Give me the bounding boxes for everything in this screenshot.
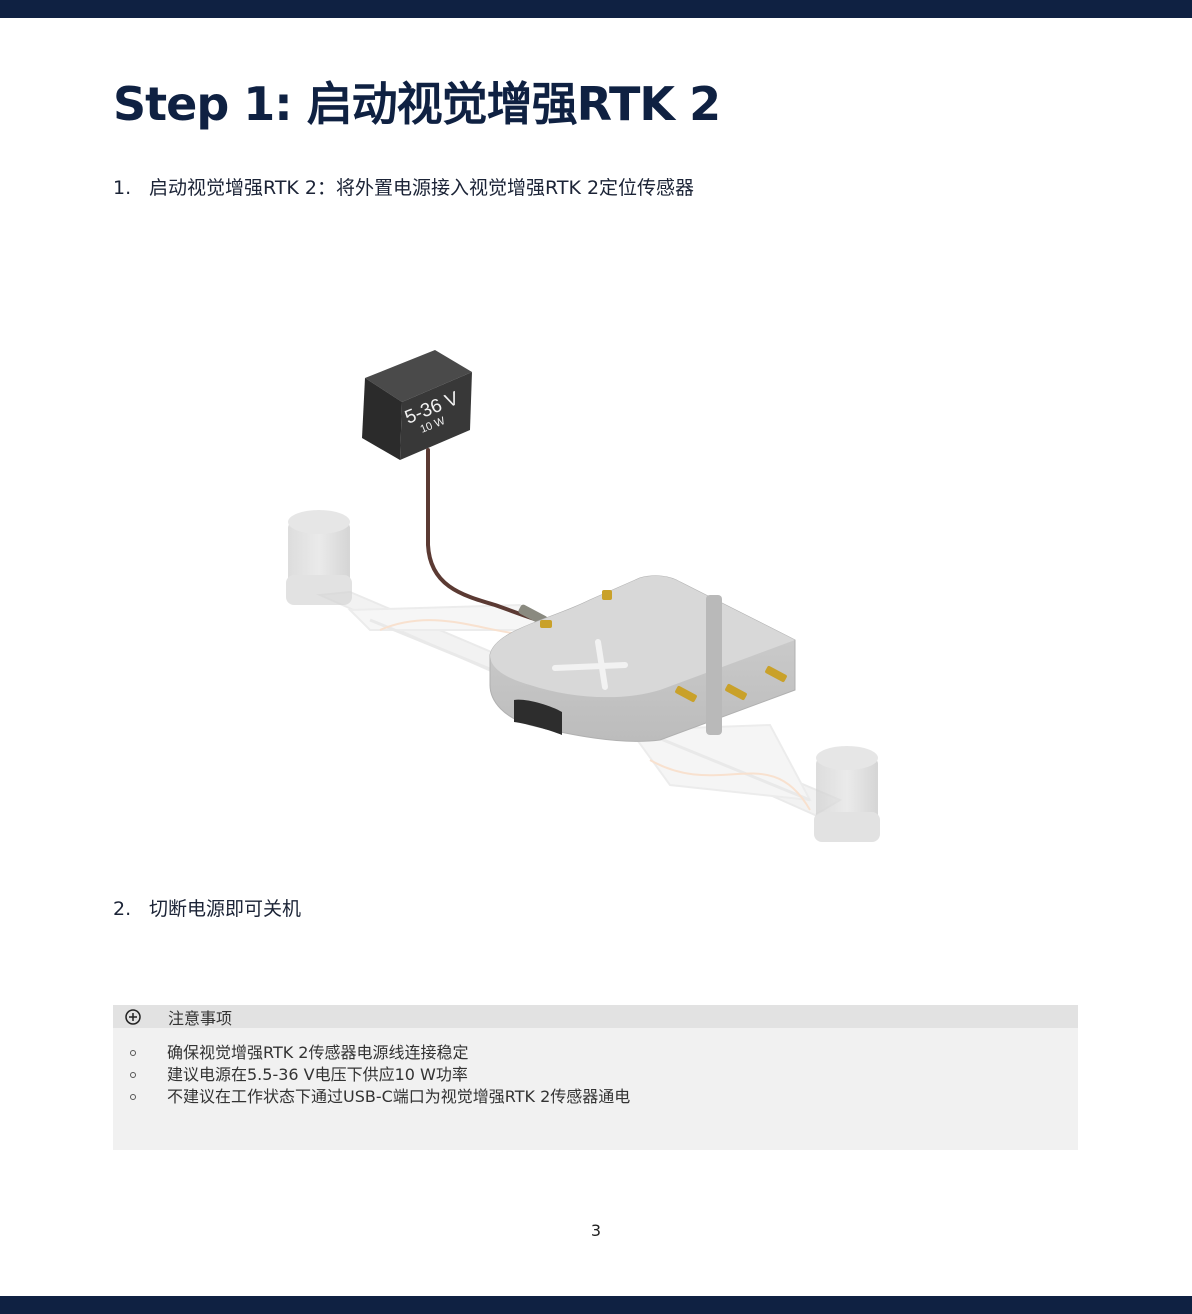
notice-item-text: 不建议在工作状态下通过USB-C端口为视觉增强RTK 2传感器通电 <box>167 1087 631 1106</box>
page-number: 3 <box>590 1221 602 1240</box>
plus-circle-icon <box>124 1008 142 1026</box>
rtk-setup-illustration: 5-36 V 10 W <box>250 330 910 870</box>
antenna-icon <box>814 746 880 842</box>
top-banner-bar <box>0 0 1192 18</box>
bullet-icon <box>130 1050 136 1056</box>
step-item-2: 2. 切断电源即可关机 <box>113 896 301 922</box>
notice-item-text: 确保视觉增强RTK 2传感器电源线连接稳定 <box>167 1043 469 1062</box>
step-item-1: 1. 启动视觉增强RTK 2：将外置电源接入视觉增强RTK 2定位传感器 <box>113 175 694 201</box>
power-supply-icon: 5-36 V 10 W <box>362 350 472 460</box>
notice-box: 注意事项 确保视觉增强RTK 2传感器电源线连接稳定 建议电源在5.5-36 V… <box>113 1005 1078 1150</box>
notice-title: 注意事项 <box>168 1008 233 1028</box>
notice-list: 确保视觉增强RTK 2传感器电源线连接稳定 建议电源在5.5-36 V电压下供应… <box>113 1028 1078 1108</box>
step-text: 启动视觉增强RTK 2：将外置电源接入视觉增强RTK 2定位传感器 <box>149 177 695 199</box>
step-number: 2. <box>113 898 132 920</box>
step-text: 切断电源即可关机 <box>149 898 302 920</box>
notice-header: 注意事项 <box>113 1005 1078 1028</box>
rtk-sensor-icon <box>489 575 796 742</box>
list-item: 建议电源在5.5-36 V电压下供应10 W功率 <box>113 1064 1078 1086</box>
list-item: 确保视觉增强RTK 2传感器电源线连接稳定 <box>113 1042 1078 1064</box>
bottom-banner-bar <box>0 1296 1192 1314</box>
list-item: 不建议在工作状态下通过USB-C端口为视觉增强RTK 2传感器通电 <box>113 1086 1078 1108</box>
bullet-icon <box>130 1094 136 1100</box>
step-number: 1. <box>113 177 132 199</box>
bullet-icon <box>130 1072 136 1078</box>
antenna-icon <box>286 510 352 605</box>
power-cable <box>426 448 547 624</box>
notice-item-text: 建议电源在5.5-36 V电压下供应10 W功率 <box>167 1065 468 1084</box>
page-title: Step 1: 启动视觉增强RTK 2 <box>113 77 721 131</box>
